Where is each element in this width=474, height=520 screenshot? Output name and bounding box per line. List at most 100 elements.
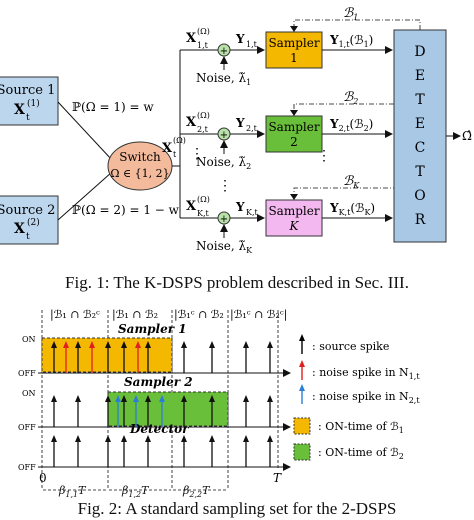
row2-source-spike-4-head <box>121 395 127 402</box>
row1-source-spike-9-head <box>267 341 273 348</box>
sampler2-on-region <box>107 391 229 427</box>
detector-letter-8: R <box>415 212 426 228</box>
row3-source-spike-9-head <box>267 435 273 442</box>
row1-title: Sampler 1 <box>118 322 187 336</box>
feedback-arrowhead-1 <box>290 26 298 32</box>
beta12-label: β1,2T <box>121 484 150 499</box>
source1-sup: (1) <box>27 98 40 109</box>
row3-off-label: OFF <box>18 463 36 472</box>
row2-noise-spike-3-head <box>159 395 165 402</box>
vdots-samplers: ⋮ <box>317 148 331 164</box>
row2-source-spike-7-head <box>209 395 215 402</box>
row2-noise-spike-2-head <box>133 395 139 402</box>
detector-letter-1: D <box>414 44 425 60</box>
sampler-2-output-label: Y2,t(ℬ2) <box>329 117 373 133</box>
feedback-line-1 <box>293 19 421 30</box>
branch-1-noise-label: Noise, λ̃1 <box>196 71 251 87</box>
branch-3-y-sub: K,t <box>246 208 259 217</box>
row1-on-label: ON <box>22 335 36 344</box>
legend-text-4: : ON-time of ℬ1 <box>318 420 404 435</box>
source2-to-switch-line <box>57 171 113 221</box>
source2-box <box>0 195 59 245</box>
legend-arrowhead-1 <box>299 334 305 341</box>
fig1-caption: Fig. 1: The K-DSPS problem described in … <box>65 273 409 292</box>
source1-label: Source 1 <box>0 83 55 98</box>
header-label-2: |ℬ₁ ∩ ℬ₂ <box>112 308 158 322</box>
source2-sup: (2) <box>27 217 40 228</box>
feedback-line-3 <box>293 30 421 198</box>
branch-2-plus-icon: + <box>220 130 228 141</box>
row2-on-label: ON <box>22 389 36 398</box>
row2-source-spike-6-head <box>181 395 187 402</box>
t-end-label: T <box>273 471 282 485</box>
row1-source-spike-5-head <box>145 341 151 348</box>
feedback-label-3: ℬK <box>343 174 360 190</box>
header-label-3: |ℬ₁ᶜ ∩ ℬ₂ <box>174 308 224 322</box>
feedback-label-1: ℬ1 <box>343 6 358 22</box>
branch-3-noise-label: Noise, λ̃K <box>196 239 253 255</box>
sampler-1-index: 1 <box>290 51 298 65</box>
sampler1-on-region <box>41 337 173 373</box>
fig1-block-diagram: Source 1 X (1) t Source 2 X (2) t ℙ(Ω = … <box>0 6 472 255</box>
row1-off-label: OFF <box>18 369 36 378</box>
branch-2-y-sub: 2,t <box>246 124 258 133</box>
source1-symbol: X <box>14 102 25 118</box>
sampler-2-label: Sampler <box>268 120 319 134</box>
row2-off-label: OFF <box>18 423 36 432</box>
legend-swatch-4 <box>293 417 311 435</box>
switch-domain-label: Ω ∈ {1, 2} <box>110 167 169 180</box>
legend-swatch-5 <box>293 443 311 461</box>
detector-letter-4: E <box>415 116 425 132</box>
switch-output-sup: (Ω) <box>173 136 186 145</box>
row2-source-spike-8-head <box>243 395 249 402</box>
row3-source-spike-6-head <box>181 435 187 442</box>
row1-noise-spike-2-head <box>89 341 95 348</box>
spike-arrows <box>51 341 273 467</box>
sampler-1-label: Sampler <box>268 36 319 50</box>
branch-3-x-sub: K,t <box>197 209 210 218</box>
row3-title: Detector <box>129 422 190 436</box>
switch-output-symbol: X <box>162 141 173 156</box>
branch-3-y-label: Y <box>235 200 245 214</box>
branch-1-plus-icon: + <box>220 46 228 57</box>
detector-letter-6: T <box>415 164 425 180</box>
branch-1-y-sub: 1,t <box>246 40 258 49</box>
legend-text-1: : source spike <box>312 340 389 353</box>
detector-output-label: Ω̂ <box>462 129 472 143</box>
branch-1-x-sup: (Ω) <box>197 27 210 36</box>
branch-3-plus-icon: + <box>220 214 228 225</box>
branch-2-x-sup: (Ω) <box>197 111 210 120</box>
source2-label: Source 2 <box>0 203 55 218</box>
legend-text-5: : ON-time of ℬ2 <box>318 446 404 461</box>
row1-source-spike-3-head <box>105 341 111 348</box>
sampler-1-box <box>265 31 323 69</box>
vdots-left: ⋮ <box>190 146 204 162</box>
row1-source-spike-7-head <box>209 341 215 348</box>
row1-source-spike-1-head <box>51 341 57 348</box>
row1-source-spike-4-head <box>121 341 127 348</box>
branch-3-x-symbol: X <box>186 199 197 214</box>
vdots-middle: ⋮ <box>218 178 232 194</box>
prob-bottom-label: ℙ(Ω = 2) = 1 − w <box>72 203 180 217</box>
feedback-arrowhead-2 <box>290 110 298 116</box>
branch-2-x-symbol: X <box>186 115 197 130</box>
legend-arrowhead-3 <box>299 384 305 391</box>
feedback-arrowhead-3 <box>290 194 298 200</box>
row3-source-spike-2-head <box>75 435 81 442</box>
row2-source-spike-1-head <box>51 395 57 402</box>
row3-source-spike-7-head <box>209 435 215 442</box>
row1-source-spike-8-head <box>243 341 249 348</box>
row1-source-spike-2-head <box>75 341 81 348</box>
row3-source-spike-5-head <box>145 435 151 442</box>
detector-letter-3: T <box>415 92 425 108</box>
row3-source-spike-1-head <box>51 435 57 442</box>
row2-source-spike-5-head <box>145 395 151 402</box>
legend-arrowhead-2 <box>299 360 305 367</box>
source2-sub: t <box>26 232 30 242</box>
row2-source-spike-3-head <box>105 395 111 402</box>
row1-noise-spike-3-head <box>135 341 141 348</box>
source1-sub: t <box>26 113 30 123</box>
legend-text-2: : noise spike in N1,t <box>312 366 420 381</box>
prob-top-label: ℙ(Ω = 1) = w <box>72 100 154 114</box>
